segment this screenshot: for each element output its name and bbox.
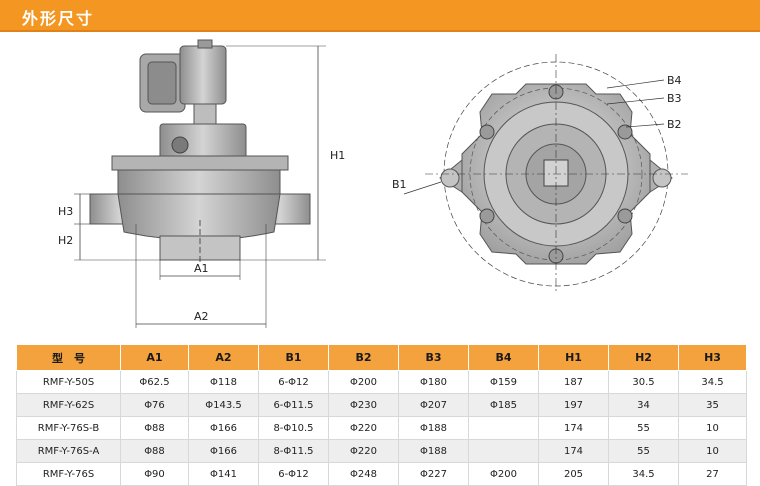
dim-a1-label: A1 <box>194 262 209 275</box>
cell-h1: 174 <box>538 439 609 463</box>
dim-b1-label: B1 <box>392 178 407 191</box>
cell-h2: 34 <box>608 393 679 417</box>
dim-a2-label: A2 <box>194 310 209 323</box>
cell-a2: Φ118 <box>188 370 259 394</box>
cell-h2: 55 <box>608 416 679 440</box>
lug-left <box>440 168 460 188</box>
section-header: 外形尺寸 <box>0 0 760 32</box>
cell-b4: Φ185 <box>468 393 539 417</box>
cell-a1: Φ90 <box>120 462 189 486</box>
cell-model: RMF-Y-76S-B <box>16 416 121 440</box>
cell-a1: Φ76 <box>120 393 189 417</box>
cell-b2: Φ220 <box>328 439 399 463</box>
cell-h3: 35 <box>678 393 747 417</box>
cell-h1: 174 <box>538 416 609 440</box>
cell-h2: 30.5 <box>608 370 679 394</box>
table-header-row: 型 号 A1 A2 B1 B2 B3 B4 H1 H2 H3 <box>16 344 747 371</box>
col-header-a1: A1 <box>120 344 189 371</box>
cell-h3: 27 <box>678 462 747 486</box>
dim-h2-label: H2 <box>58 234 73 247</box>
table-row: RMF-Y-76S-A Φ88 Φ166 8-Φ11.5 Φ220 Φ188 1… <box>16 439 747 463</box>
col-header-b4: B4 <box>468 344 539 371</box>
cell-a2: Φ166 <box>188 439 259 463</box>
cell-a1: Φ88 <box>120 439 189 463</box>
dim-h1-label: H1 <box>330 149 345 162</box>
col-header-b2: B2 <box>328 344 399 371</box>
col-header-h3: H3 <box>678 344 747 371</box>
lug-right <box>652 168 672 188</box>
table-row: RMF-Y-62S Φ76 Φ143.5 6-Φ11.5 Φ230 Φ207 Φ… <box>16 393 747 417</box>
technical-drawing: H1 H3 H2 A1 A2 <box>0 32 760 340</box>
cell-b1: 8-Φ10.5 <box>258 416 329 440</box>
cell-h1: 187 <box>538 370 609 394</box>
col-header-h2: H2 <box>608 344 679 371</box>
table-row: RMF-Y-76S-B Φ88 Φ166 8-Φ10.5 Φ220 Φ188 1… <box>16 416 747 440</box>
cell-b3: Φ207 <box>398 393 469 417</box>
cell-b3: Φ188 <box>398 439 469 463</box>
col-header-b3: B3 <box>398 344 469 371</box>
cell-model: RMF-Y-76S <box>16 462 121 486</box>
cell-b1: 6-Φ12 <box>258 370 329 394</box>
cell-a2: Φ143.5 <box>188 393 259 417</box>
coil-body <box>179 45 227 105</box>
cell-a2: Φ141 <box>188 462 259 486</box>
cell-b4: Φ200 <box>468 462 539 486</box>
top-view: B4 B3 B2 B1 <box>392 54 688 294</box>
cell-h2: 55 <box>608 439 679 463</box>
drawing-svg: H1 H3 H2 A1 A2 <box>58 39 688 328</box>
cell-b4: Φ159 <box>468 370 539 394</box>
cell-h3: 10 <box>678 416 747 440</box>
cell-b2: Φ230 <box>328 393 399 417</box>
cell-b3: Φ188 <box>398 416 469 440</box>
cell-b4 <box>468 439 539 463</box>
col-header-b1: B1 <box>258 344 329 371</box>
cell-h3: 34.5 <box>678 370 747 394</box>
section-title: 外形尺寸 <box>22 9 95 28</box>
cell-a1: Φ88 <box>120 416 189 440</box>
table-row: RMF-Y-76S Φ90 Φ141 6-Φ12 Φ248 Φ227 Φ200 … <box>16 462 747 486</box>
side-view: H1 H3 H2 A1 A2 <box>58 39 345 328</box>
cell-h3: 10 <box>678 439 747 463</box>
dim-b4-label: B4 <box>667 74 682 87</box>
cell-b3: Φ227 <box>398 462 469 486</box>
col-header-model: 型 号 <box>16 344 121 371</box>
cell-b3: Φ180 <box>398 370 469 394</box>
cell-h2: 34.5 <box>608 462 679 486</box>
cell-b1: 6-Φ12 <box>258 462 329 486</box>
dim-b3-label: B3 <box>667 92 682 105</box>
cell-model: RMF-Y-50S <box>16 370 121 394</box>
table-row: RMF-Y-50S Φ62.5 Φ118 6-Φ12 Φ200 Φ180 Φ15… <box>16 370 747 394</box>
cell-b1: 8-Φ11.5 <box>258 439 329 463</box>
cell-a2: Φ166 <box>188 416 259 440</box>
dim-h3-label: H3 <box>58 205 73 218</box>
cell-b4 <box>468 416 539 440</box>
cell-model: RMF-Y-76S-A <box>16 439 121 463</box>
cell-h1: 205 <box>538 462 609 486</box>
col-header-h1: H1 <box>538 344 609 371</box>
cell-b2: Φ200 <box>328 370 399 394</box>
col-header-a2: A2 <box>188 344 259 371</box>
cell-b1: 6-Φ11.5 <box>258 393 329 417</box>
cell-b2: Φ248 <box>328 462 399 486</box>
valve-flange <box>117 169 281 195</box>
cell-model: RMF-Y-62S <box>16 393 121 417</box>
cell-b2: Φ220 <box>328 416 399 440</box>
spec-table: 型 号 A1 A2 B1 B2 B3 B4 H1 H2 H3 RMF-Y-50S… <box>16 344 747 486</box>
dim-b2-label: B2 <box>667 118 682 131</box>
cell-h1: 197 <box>538 393 609 417</box>
valve-lower-body <box>117 193 281 241</box>
cell-a1: Φ62.5 <box>120 370 189 394</box>
